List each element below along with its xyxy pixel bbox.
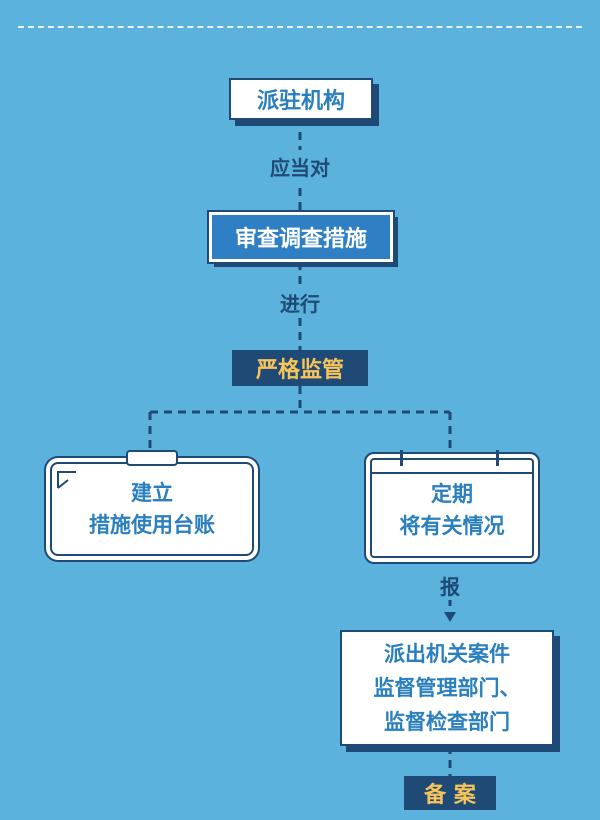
node-report-text: 定期 将有关情况: [372, 478, 532, 542]
node-departments-line3: 监督检查部门: [384, 710, 510, 734]
node-departments: 派出机关案件 监督管理部门、 监督检查部门: [340, 630, 554, 746]
edge-label-should-target: 应当对: [250, 150, 350, 182]
calendar-header-rule: [372, 472, 532, 474]
edge-label-report: 报: [430, 570, 470, 600]
node-report-line1: 定期: [431, 482, 473, 506]
node-agency: 派驻机构: [229, 78, 373, 120]
clipboard-clip-icon: [126, 450, 178, 466]
node-filing-label: 备 案: [424, 783, 476, 808]
node-strict-supervision-label: 严格监管: [255, 358, 344, 383]
calendar-ring-left-icon: [400, 450, 403, 466]
node-review-measures-label: 审查调查措施: [234, 227, 367, 252]
top-dashed-divider: [18, 26, 582, 28]
edge-label-conduct: 进行: [262, 286, 338, 318]
arrow-down-icon: [444, 612, 456, 622]
edge-label-report-text: 报: [440, 574, 460, 599]
node-ledger-line1: 建立: [131, 481, 173, 505]
node-ledger-text: 建立 措施使用台账: [52, 477, 252, 541]
calendar-ring-right-icon: [496, 450, 499, 466]
node-departments-line1: 派出机关案件: [384, 642, 510, 666]
node-review-measures: 审查调查措施: [207, 210, 395, 264]
edge-label-conduct-text: 进行: [280, 291, 320, 316]
node-filing: 备 案: [404, 776, 496, 810]
node-report-line2: 将有关情况: [399, 514, 505, 538]
node-departments-line2: 监督管理部门、: [373, 676, 521, 700]
node-report-card: 定期 将有关情况: [370, 458, 534, 558]
node-ledger-card: 建立 措施使用台账: [50, 462, 254, 556]
node-ledger-line2: 措施使用台账: [89, 513, 215, 537]
folded-corner-icon: [57, 471, 76, 489]
node-agency-label: 派驻机构: [256, 89, 345, 114]
node-strict-supervision: 严格监管: [232, 350, 368, 386]
edge-label-should-target-text: 应当对: [270, 155, 330, 180]
